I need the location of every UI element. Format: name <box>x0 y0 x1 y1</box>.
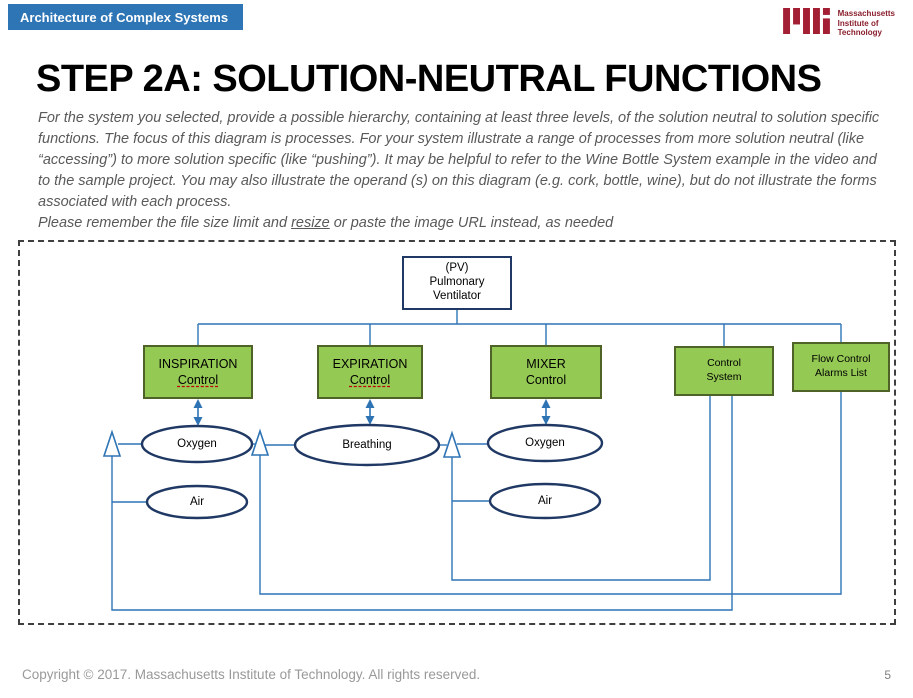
mit-logo-bars-icon <box>782 8 830 34</box>
node-expiration-control: EXPIRATION Control <box>317 345 423 399</box>
node-label-line1: INSPIRATION <box>158 356 238 371</box>
page-title: STEP 2A: SOLUTION-NEUTRAL FUNCTIONS <box>36 58 822 100</box>
node-label-line1: Flow Control <box>811 353 871 366</box>
banner-title: Architecture of Complex Systems <box>20 9 229 25</box>
operand-label-air-2: Air <box>537 495 553 507</box>
mit-logo-wordmark: Massachusetts Institute of Technology <box>838 8 895 38</box>
root-line1: (PV) <box>445 262 469 275</box>
instructions-note-pre: Please remember the file size limit and <box>38 215 292 232</box>
operand-label-breathing: Breathing <box>342 439 392 451</box>
operand-ellipses <box>140 423 604 520</box>
node-label-line2: System <box>706 371 742 383</box>
node-label-line2: Control <box>177 373 219 387</box>
instructions-note-post: or paste the image URL instead, as neede… <box>329 215 614 232</box>
node-pulmonary-ventilator: (PV) Pulmonary Ventilator <box>402 256 512 310</box>
node-label-line2: Control <box>349 373 391 387</box>
node-label-line1: EXPIRATION <box>332 356 408 371</box>
instructions-body: For the system you selected, provide a p… <box>38 110 880 211</box>
instructions-text: For the system you selected, provide a p… <box>38 108 886 234</box>
operand-ellipse-air-1 <box>145 484 249 520</box>
diagram-wires <box>102 310 842 611</box>
mit-logo: Massachusetts Institute of Technology <box>782 8 895 38</box>
flow-triangle-3 <box>442 430 462 458</box>
node-label-line2: Alarms List <box>815 367 867 379</box>
function-hierarchy-diagram: (PV) Pulmonary Ventilator INSPIRATION Co… <box>18 240 896 625</box>
flow-triangle-1 <box>102 429 122 457</box>
root-line3: Ventilator <box>433 289 481 302</box>
bidirectional-arrows <box>193 399 551 426</box>
connector-lines <box>111 310 842 611</box>
flow-triangle-2 <box>250 428 270 456</box>
node-control-system: Control System <box>674 346 774 396</box>
node-label-line2: Control <box>525 373 567 387</box>
operand-label-air-1: Air <box>189 496 205 508</box>
node-label-line1: MIXER <box>526 356 566 371</box>
page-number: 5 <box>884 668 891 682</box>
mit-wordmark-line3: Technology <box>837 28 882 38</box>
header-banner: Architecture of Complex Systems <box>8 4 244 30</box>
operand-label-oxygen-1: Oxygen <box>177 438 217 450</box>
mit-wordmark-line2: Institute of <box>837 18 879 28</box>
root-line2: Pulmonary <box>429 276 485 289</box>
operand-label-oxygen-2: Oxygen <box>525 437 565 449</box>
slide-footer: Copyright © 2017. Massachusetts Institut… <box>0 667 913 682</box>
operand-ellipse-oxygen-2 <box>486 423 604 463</box>
mit-wordmark-line1: Massachusetts <box>837 9 895 18</box>
operand-ellipse-oxygen-1 <box>140 424 254 464</box>
copyright-text: Copyright © 2017. Massachusetts Institut… <box>22 667 481 682</box>
operand-ellipse-breathing <box>293 423 441 467</box>
operand-ellipse-air-2 <box>488 482 602 520</box>
node-label-line1: Control <box>707 357 741 370</box>
node-inspiration-control: INSPIRATION Control <box>143 345 253 399</box>
node-flow-control-alarms: Flow Control Alarms List <box>792 342 890 392</box>
resize-link[interactable]: resize <box>291 215 330 232</box>
node-mixer-control: MIXER Control <box>490 345 602 399</box>
flow-triangle-icons <box>102 428 462 458</box>
